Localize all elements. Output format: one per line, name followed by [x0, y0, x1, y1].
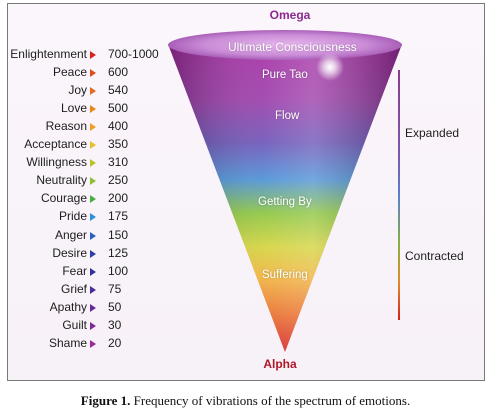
figure-caption: Figure 1. Frequency of vibrations of the… — [0, 393, 491, 409]
level-value: 400 — [108, 119, 129, 134]
level-value: 200 — [108, 191, 129, 206]
level-value: 310 — [108, 155, 129, 170]
level-value: 30 — [108, 317, 122, 332]
spectrum-line — [398, 70, 400, 320]
level-arrow-icon — [90, 285, 96, 294]
level-arrow-icon — [90, 213, 96, 222]
level-value: 75 — [108, 281, 122, 296]
light-flare — [316, 53, 344, 81]
level-name: Guilt — [62, 317, 87, 332]
level-name: Shame — [48, 335, 87, 350]
level-arrow-icon — [90, 123, 96, 132]
level-value: 500 — [108, 101, 129, 116]
bottom-label: Alpha — [263, 357, 297, 371]
level-arrow-icon — [90, 303, 96, 312]
level-arrow-icon — [90, 195, 96, 204]
level-arrow-icon — [90, 267, 96, 276]
level-arrow-icon — [90, 231, 96, 240]
level-name: Enlightenment — [10, 47, 87, 61]
cone-label-pure-tao: Pure Tao — [262, 69, 308, 81]
cone-rim — [168, 30, 402, 60]
level-name: Willingness — [26, 155, 87, 170]
cone-label-ultimate-consciousness: Ultimate Consciousness — [228, 40, 357, 54]
level-name: Reason — [45, 119, 87, 134]
level-arrow-icon — [90, 87, 96, 96]
level-arrow-icon — [90, 339, 96, 348]
label-contracted: Contracted — [405, 249, 464, 263]
level-arrow-icon — [90, 321, 96, 330]
level-value: 20 — [108, 335, 122, 350]
level-name: Desire — [52, 245, 87, 260]
level-name: Neutrality — [36, 173, 87, 188]
level-name: Peace — [52, 65, 87, 80]
level-arrow-icon — [90, 105, 96, 114]
level-name: Fear — [62, 263, 87, 278]
level-value: 125 — [108, 245, 129, 260]
cone-shading — [168, 44, 402, 352]
level-name: Love — [60, 101, 87, 116]
cone-label-flow: Flow — [275, 110, 300, 122]
level-name: Anger — [54, 227, 87, 242]
level-name: Pride — [58, 209, 87, 224]
label-expanded: Expanded — [405, 126, 460, 140]
level-value: 600 — [108, 65, 129, 80]
caption-text: Frequency of vibrations of the spectrum … — [130, 393, 411, 408]
level-arrow-icon — [90, 177, 96, 186]
level-value: 540 — [108, 83, 129, 98]
level-arrows — [90, 0, 104, 380]
cone-label-getting-by: Getting By — [258, 196, 312, 208]
level-name: Courage — [40, 191, 87, 206]
level-arrow-icon — [90, 249, 96, 258]
level-arrow-icon — [90, 69, 96, 78]
level-value: 50 — [108, 299, 122, 314]
level-value: 175 — [108, 209, 129, 224]
level-name: Grief — [60, 281, 87, 296]
level-value: 150 — [108, 227, 129, 242]
cone-label-suffering: Suffering — [262, 269, 308, 281]
level-arrow-icon — [90, 51, 96, 59]
level-arrow-icon — [90, 159, 96, 168]
level-arrow-icon — [90, 141, 96, 150]
level-name: Joy — [68, 83, 87, 98]
level-value: 250 — [108, 173, 129, 188]
top-label: Omega — [269, 8, 311, 22]
level-values: 700-1000 600 540 500 400 350 310 250 200 175 150 12… — [108, 0, 168, 380]
level-value: 350 — [108, 137, 129, 152]
level-value: 700-1000 — [108, 47, 159, 61]
level-name: Acceptance — [24, 137, 87, 152]
level-value: 100 — [108, 263, 129, 278]
caption-prefix: Figure 1. — [80, 393, 131, 408]
level-name: Apathy — [49, 299, 87, 314]
